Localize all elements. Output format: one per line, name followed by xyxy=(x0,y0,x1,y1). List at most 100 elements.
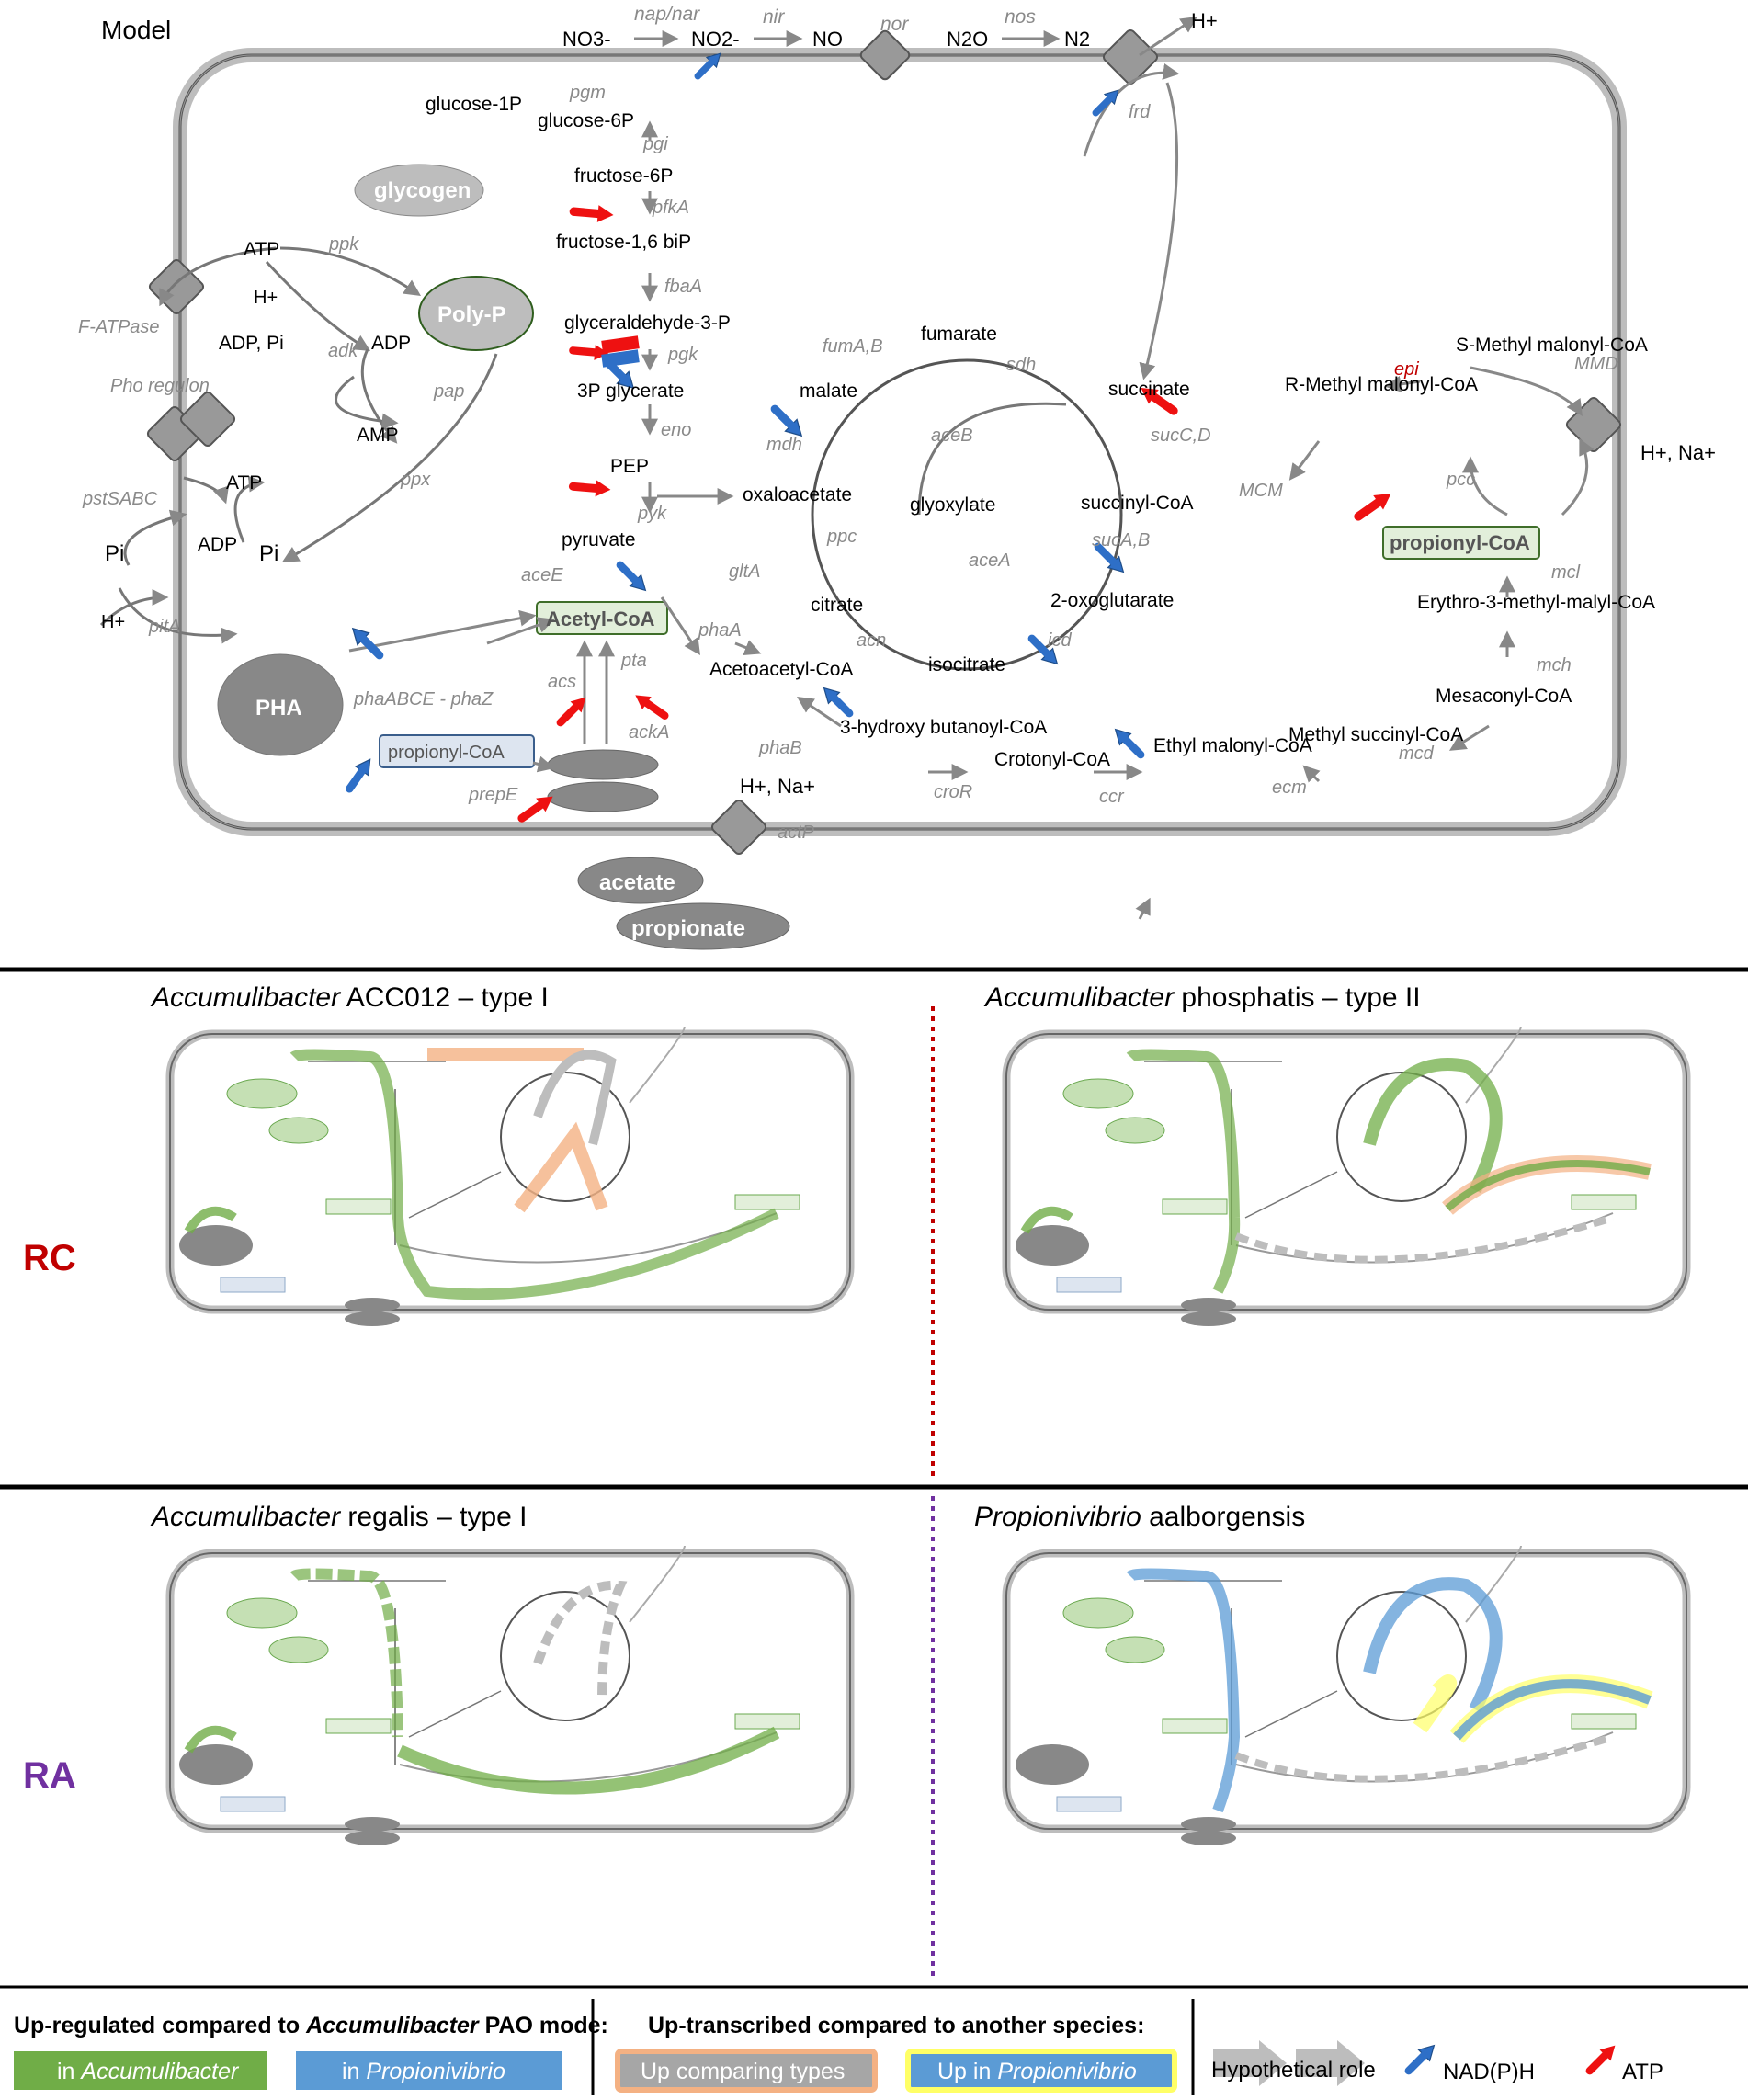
legend-nadph: NAD(P)H xyxy=(1443,2060,1535,2084)
cror-label: croR xyxy=(934,782,972,802)
eno-label: eno xyxy=(661,420,691,440)
glta-label: gltA xyxy=(729,562,760,582)
model-panel: Model NO3- nap/nar NO2- nir NO nor N2O n… xyxy=(78,4,1716,950)
oxaloacetate-label: oxaloacetate xyxy=(743,484,852,505)
mmd-label: MMD xyxy=(1574,354,1618,374)
glyoxylate-label: glyoxylate xyxy=(910,494,995,516)
epi-label: epi xyxy=(1394,359,1419,380)
fumab-label: fumA,B xyxy=(823,336,883,357)
ecm-label: ecm xyxy=(1272,778,1307,798)
malate-label: malate xyxy=(800,380,857,402)
phaabce-label: phaABCE - phaZ xyxy=(353,689,494,709)
fbaa-label: fbaA xyxy=(664,277,702,297)
mch-label: mch xyxy=(1537,655,1572,675)
legend-in-prop-prefix: in xyxy=(342,2059,366,2084)
mdh-label: mdh xyxy=(766,435,802,455)
nir-label: nir xyxy=(763,6,785,28)
atp-label: ATP xyxy=(244,239,279,260)
model-title: Model xyxy=(101,16,171,44)
legend-swatch-upprop xyxy=(905,2049,1177,2093)
acee-label: aceE xyxy=(521,565,563,585)
actp-label: actP xyxy=(778,823,815,843)
pi-right-label: Pi xyxy=(259,541,278,566)
fructose16-label: fructose-1,6 biP xyxy=(556,232,691,253)
erythro-label: Erythro-3-methyl-malyl-CoA xyxy=(1417,592,1655,613)
pi-left-label: Pi xyxy=(105,541,124,566)
hplus-left-label: H+ xyxy=(254,288,278,308)
succd-label: sucC,D xyxy=(1151,426,1211,446)
panel-acc012 xyxy=(170,1027,850,1326)
hna-bottom-label: H+, Na+ xyxy=(740,775,815,798)
acea-label: aceA xyxy=(969,551,1011,571)
panel-title-regalis: Accumulibacter regalis – type I xyxy=(150,1502,528,1532)
ccr-label: ccr xyxy=(1099,787,1125,807)
legend-in-prop-genus: Propionivibrio xyxy=(366,2059,505,2084)
legend-up-types: Up comparing types xyxy=(641,2059,845,2084)
adk-label: adk xyxy=(328,341,358,361)
no2-label: NO2- xyxy=(691,28,740,51)
legend-in-acc: in Accumulibacter xyxy=(57,2059,240,2084)
napnar-label: nap/nar xyxy=(634,4,700,25)
panel-title-acc012: Accumulibacter ACC012 – type I xyxy=(150,982,549,1013)
oxoglutarate-label: 2-oxoglutarate xyxy=(1050,590,1174,611)
icd-label: icd xyxy=(1048,630,1072,651)
legend-up-prop: Up in Propionivibrio xyxy=(937,2059,1137,2084)
hydroxybutanoyl-label: 3-hydroxy butanoyl-CoA xyxy=(840,717,1047,738)
adp-label: ADP xyxy=(371,333,411,354)
legend-in-acc-genus: Accumulibacter xyxy=(79,2059,240,2084)
g3p-label: glyceraldehyde-3-P xyxy=(564,312,731,334)
legend-swatch-types xyxy=(615,2049,878,2093)
hplus-top-label: H+ xyxy=(1191,9,1218,32)
acetylcoa-label: Acetyl-CoA xyxy=(546,607,655,630)
mcm-label: MCM xyxy=(1239,481,1283,501)
atp-arrow-icon xyxy=(1590,2046,1616,2072)
phab-label: phaB xyxy=(758,738,802,758)
fatpase-label: F-ATPase xyxy=(78,317,160,337)
pstsabc-label: pstSABC xyxy=(82,489,158,509)
glycogen-label: glycogen xyxy=(374,178,471,203)
legend-uptrans-title: Up-transcribed compared to another speci… xyxy=(648,2013,1144,2038)
legend-upreg-suffix: PAO mode: xyxy=(479,2013,608,2038)
isocitrate-label: isocitrate xyxy=(928,654,1005,675)
row-label-ra: RA xyxy=(23,1755,76,1796)
legend-upreg-title: Up-regulated compared to Accumulibacter … xyxy=(14,2013,608,2038)
frd-label: frd xyxy=(1129,102,1151,122)
nos-label: nos xyxy=(1005,6,1036,28)
row-label-rc: RC xyxy=(23,1238,76,1278)
hypothetical-arrow-icon xyxy=(1213,2040,1365,2086)
acetate-label: acetate xyxy=(599,870,675,895)
propionate-label: propionate xyxy=(631,916,745,941)
propionylcoa-left-label: propionyl-CoA xyxy=(388,743,505,763)
pgm-label: pgm xyxy=(569,83,606,103)
atp2-label: ATP xyxy=(226,472,262,494)
acs-label: acs xyxy=(548,672,576,692)
legend-in-prop: in Propionivibrio xyxy=(342,2059,505,2084)
pyk-label: pyk xyxy=(637,504,667,524)
panel-rest: regalis – type I xyxy=(340,1502,527,1532)
legend-in-acc-prefix: in xyxy=(57,2059,81,2084)
sucab-label: sucA,B xyxy=(1092,530,1150,551)
pgk-label: pgk xyxy=(667,345,698,365)
mesaconyl-label: Mesaconyl-CoA xyxy=(1436,686,1572,707)
aceb-label: aceB xyxy=(931,426,973,446)
panel-genus: Accumulibacter xyxy=(983,982,1175,1013)
fumarate-label: fumarate xyxy=(921,324,997,345)
panel-genus: Propionivibrio xyxy=(974,1502,1141,1532)
nor-label: nor xyxy=(880,14,909,35)
acka-label: ackA xyxy=(629,722,669,743)
panel-rest: phosphatis – type II xyxy=(1174,982,1421,1013)
ppk-label: ppk xyxy=(328,234,359,255)
amp-label: AMP xyxy=(357,425,399,446)
no-label: NO xyxy=(812,28,843,51)
legend-upreg-prefix: Up-regulated compared to xyxy=(14,2013,306,2038)
ppx-label: ppx xyxy=(400,470,431,490)
panel-rest: aalborgensis xyxy=(1141,1502,1305,1532)
pfka-label: pfkA xyxy=(652,198,689,218)
pyruvate-label: pyruvate xyxy=(562,529,636,551)
polyp-label: Poly-P xyxy=(437,302,506,327)
acetoacetylcoa-label: Acetoacetyl-CoA xyxy=(709,659,853,680)
panel-genus: Accumulibacter xyxy=(150,1502,341,1532)
panel-phosphatis xyxy=(1006,1027,1686,1326)
propionylcoa-right-label: propionyl-CoA xyxy=(1390,531,1530,554)
pita-label: pitA xyxy=(148,617,180,637)
